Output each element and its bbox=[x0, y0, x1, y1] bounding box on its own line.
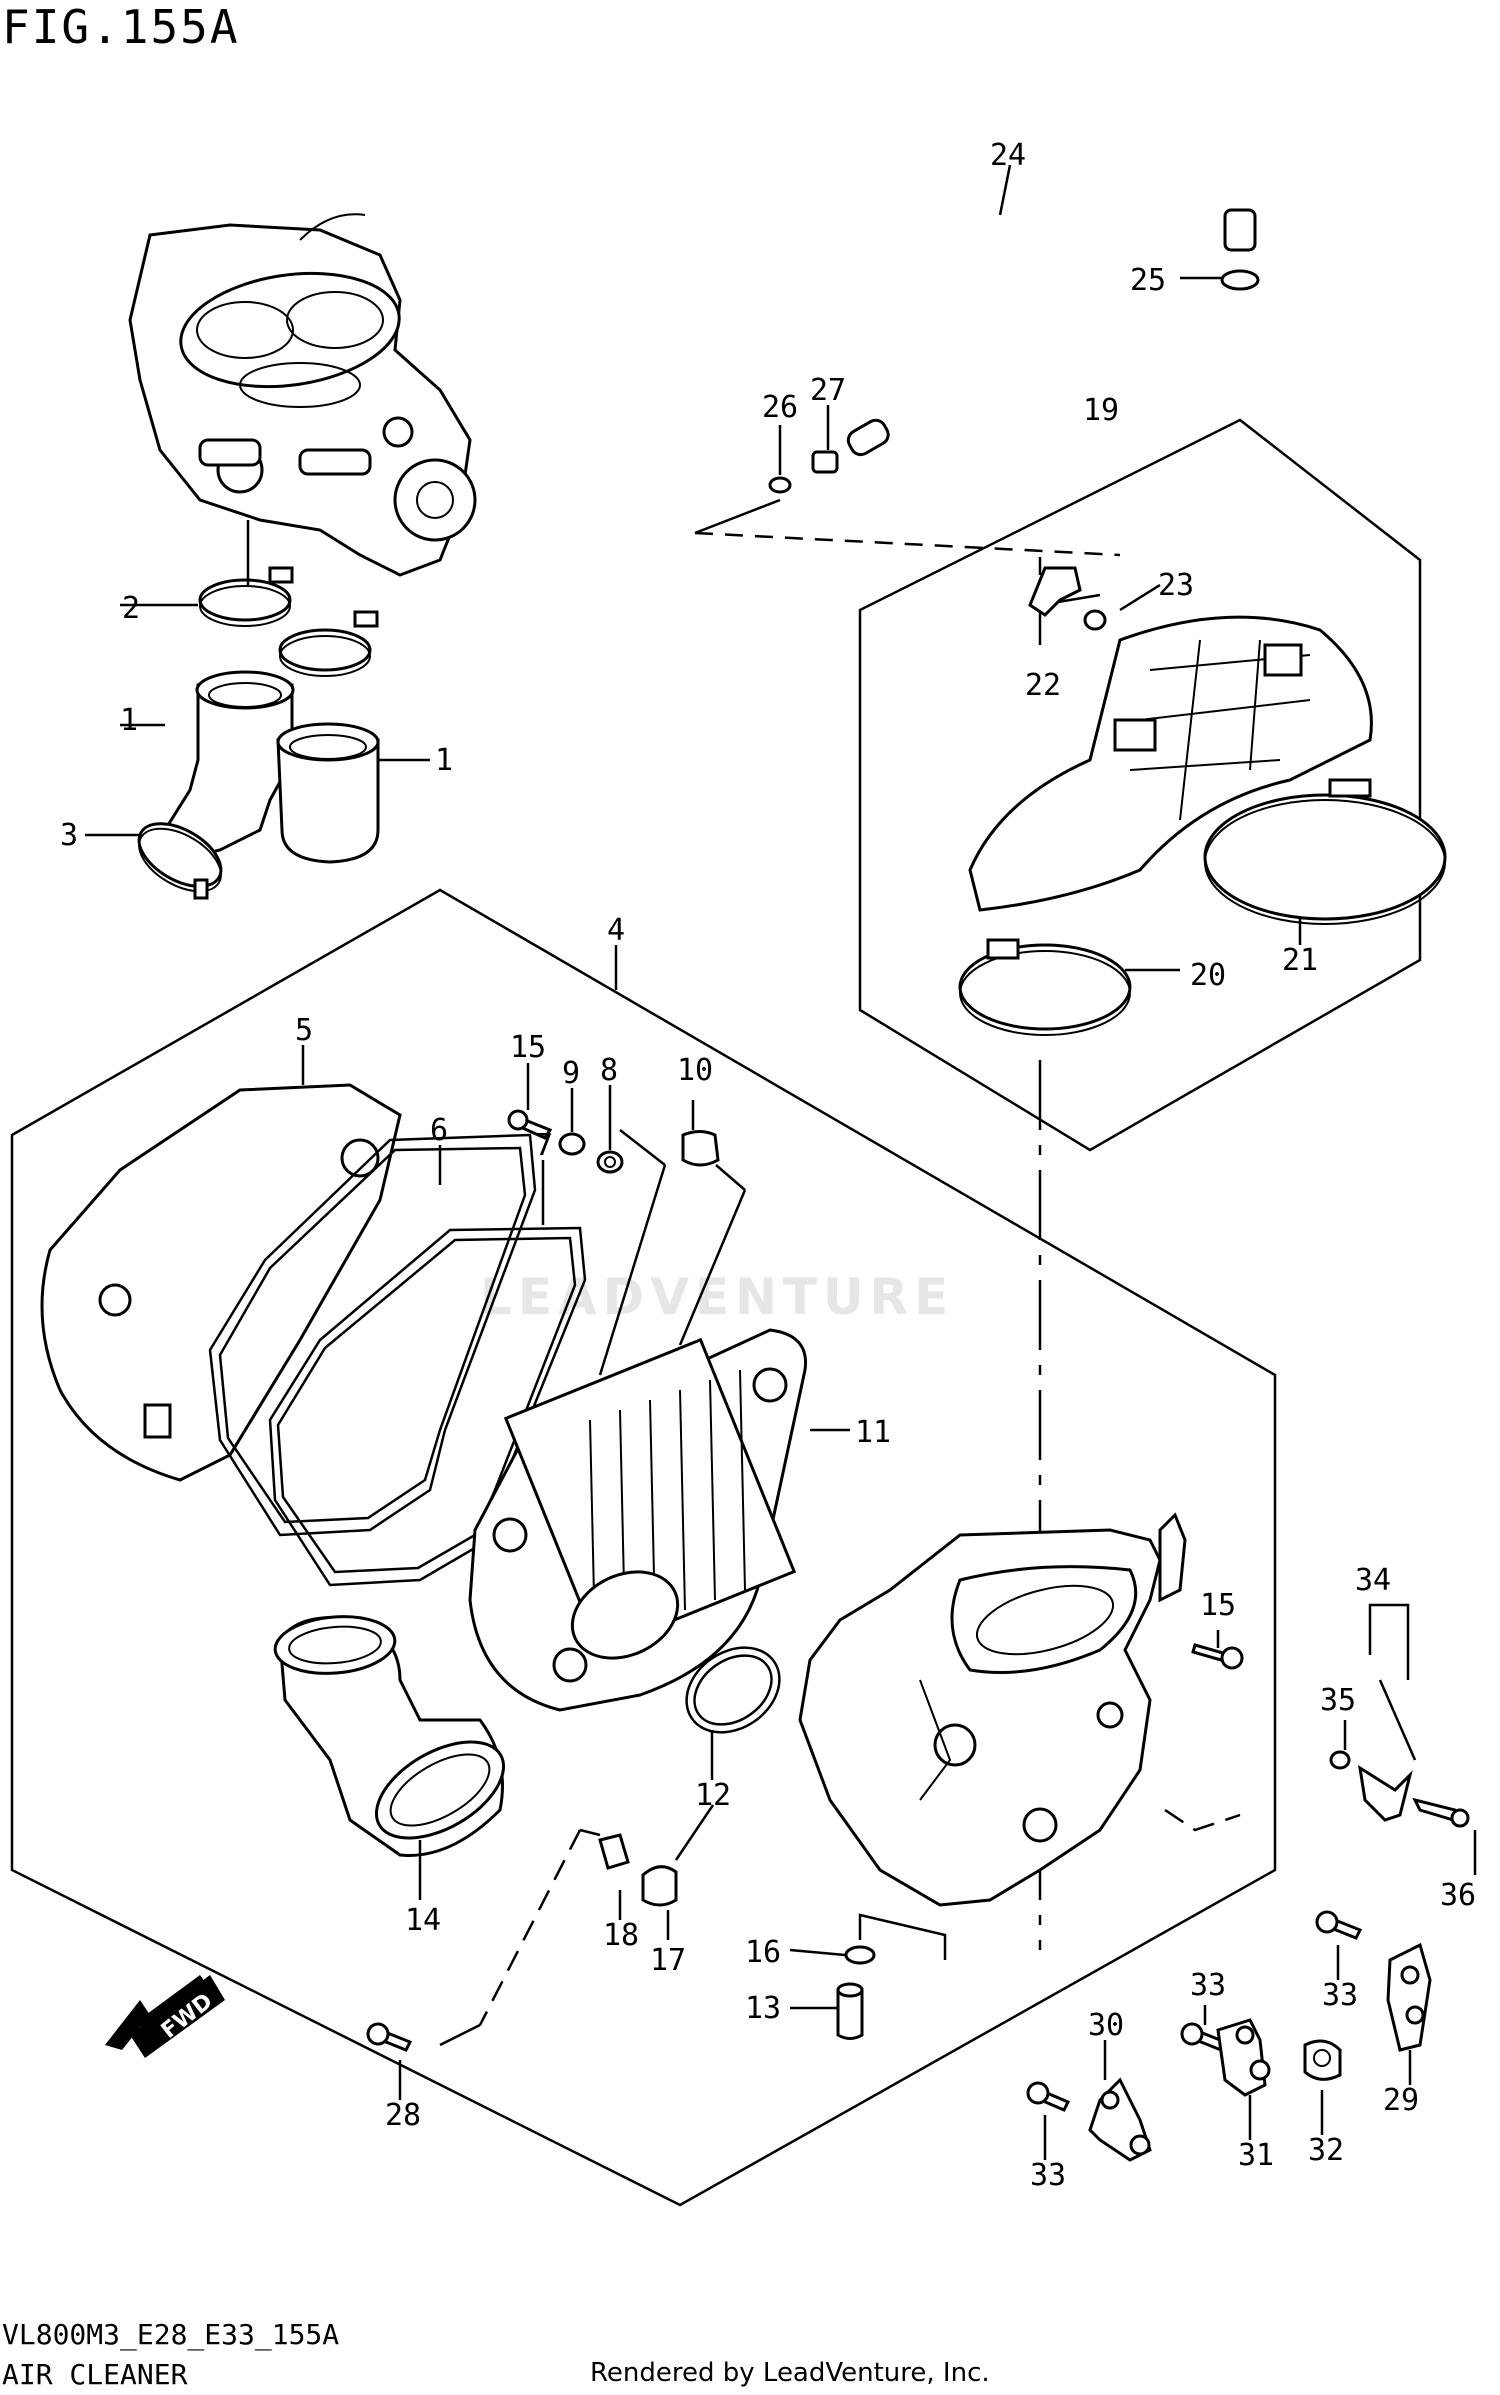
callout-15: 15 bbox=[1200, 1588, 1236, 1623]
callout-17: 17 bbox=[650, 1943, 686, 1978]
callout-31: 31 bbox=[1238, 2138, 1274, 2173]
callout-32: 32 bbox=[1308, 2133, 1344, 2168]
callout-36: 36 bbox=[1440, 1878, 1476, 1913]
callout-29: 29 bbox=[1383, 2083, 1419, 2118]
throttle-body bbox=[128, 213, 477, 577]
clamp-3 bbox=[137, 822, 223, 900]
callout-9: 9 bbox=[562, 1056, 580, 1091]
callout-7: 7 bbox=[535, 1128, 553, 1163]
intake-rubbers-1 bbox=[163, 670, 380, 864]
leader-lines bbox=[85, 164, 1302, 1950]
callout-25: 26 bbox=[762, 390, 798, 425]
callout-21: 21 bbox=[1282, 943, 1318, 978]
callout-5: 5 bbox=[295, 1013, 313, 1048]
callout-33: 33 bbox=[1322, 1978, 1358, 2013]
callout-13: 13 bbox=[745, 1991, 781, 2026]
callout-27: 27 bbox=[810, 373, 846, 408]
section-name: AIR CLEANER bbox=[2, 2358, 188, 2391]
callout-34: 34 bbox=[1355, 1563, 1391, 1598]
callout-24: 24 bbox=[990, 138, 1026, 173]
callout-33: 33 bbox=[1190, 1968, 1226, 2003]
callout-labels: 1 1 2 3 4 5 6 7 8 9 10 11 12 13 14 15 15… bbox=[60, 138, 1476, 2193]
callout-14: 14 bbox=[405, 1903, 441, 1938]
callout-12: 12 bbox=[695, 1778, 731, 1813]
air-cleaner-box-4 bbox=[10, 888, 1277, 2207]
callout-19: 19 bbox=[1083, 393, 1119, 428]
callout-28: 28 bbox=[385, 2098, 421, 2133]
callout-1: 1 bbox=[120, 703, 138, 738]
watermark: LEADVENTURE bbox=[480, 1268, 955, 1326]
diagram-code: VL800M3_E28_E33_155A bbox=[2, 2318, 340, 2351]
callout-26: 25 bbox=[1130, 263, 1166, 298]
callout-10: 10 bbox=[677, 1053, 713, 1088]
callout-22: 22 bbox=[1025, 668, 1061, 703]
callout-3: 3 bbox=[60, 818, 78, 853]
clamp-pair-2 bbox=[198, 566, 379, 677]
callout-30: 30 bbox=[1088, 2008, 1124, 2043]
callout-1: 1 bbox=[435, 743, 453, 778]
callout-18: 18 bbox=[603, 1918, 639, 1953]
callout-16: 16 bbox=[745, 1935, 781, 1970]
callout-4: 4 bbox=[607, 913, 625, 948]
callout-8: 8 bbox=[600, 1053, 618, 1088]
figure-title: FIG.155A bbox=[2, 0, 240, 54]
callout-11: 11 bbox=[855, 1415, 891, 1450]
callout-15: 15 bbox=[510, 1030, 546, 1065]
callout-23: 23 bbox=[1158, 568, 1194, 603]
hardware-parts bbox=[366, 1603, 1477, 2162]
callout-33: 33 bbox=[1030, 2158, 1066, 2193]
outlet-duct-box-19 bbox=[858, 418, 1447, 1152]
render-credit: Rendered by LeadVenture, Inc. bbox=[590, 2358, 990, 2388]
callout-20: 20 bbox=[1190, 958, 1226, 993]
callout-2: 2 bbox=[122, 591, 140, 626]
callout-35: 35 bbox=[1320, 1683, 1356, 1718]
breather-hose-24 bbox=[768, 121, 1260, 494]
callout-6: 6 bbox=[430, 1113, 448, 1148]
fwd-arrow-icon: FWD bbox=[105, 1975, 225, 2058]
